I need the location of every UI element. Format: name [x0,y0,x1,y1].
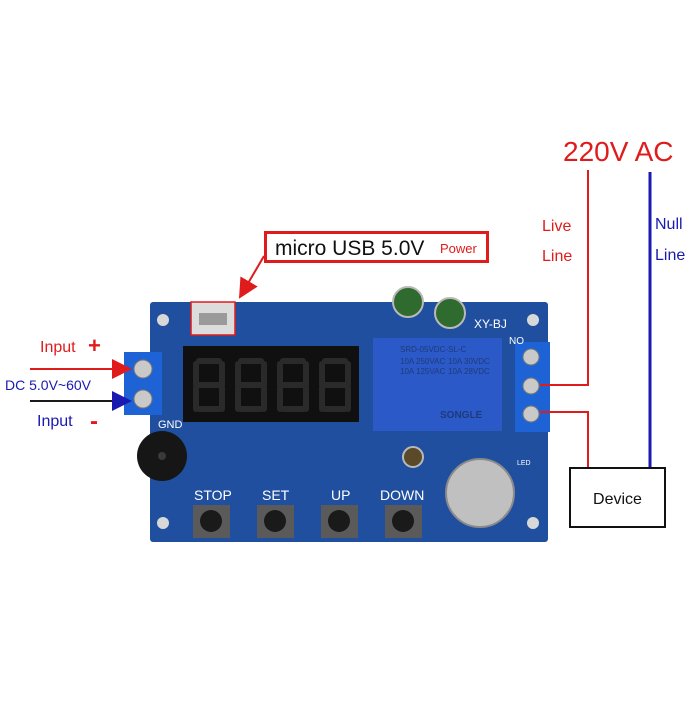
stop-button-cap[interactable] [200,510,222,532]
relay-rating-3: 10A 30VDC [448,357,490,366]
up-button-cap[interactable] [328,510,350,532]
device-feed-wire [540,411,589,468]
relay-rating-1: 10A 250VAC [400,357,446,366]
down-button-label: DOWN [380,487,425,503]
usb-label-box: micro USB 5.0V Power [264,231,489,263]
stop-button-label: STOP [194,487,232,503]
null-line-label-1: Null [655,216,683,233]
display-digits [193,358,351,412]
board-brand: XY-BJ [474,317,507,331]
input-negative-label: Input [37,413,73,430]
capacitor [392,286,424,318]
relay-terminal-screw-2 [522,377,540,395]
coin-cell-battery [445,458,515,528]
live-line-label-1: Live [542,218,572,235]
relay-no-silkscreen: NO [509,336,524,347]
gnd-silkscreen: GND [158,419,183,431]
relay-terminal-screw-1 [522,348,540,366]
device-box: Device [569,467,666,528]
led-silkscreen: LED [517,460,531,467]
input-terminal-screw-plus [133,359,153,379]
device-label: Device [593,491,642,508]
input-positive-label: Input [40,339,76,356]
relay [373,338,502,431]
micro-usb-socket [199,313,227,325]
live-line-wire [540,170,589,386]
mount-hole [527,517,539,529]
live-line-label-2: Line [542,248,573,265]
relay-model-text: SRD-05VDC-SL-C [400,345,467,354]
usb-pointer-arrow [238,255,265,299]
buzzer-hole [158,452,166,460]
capacitor [434,297,466,329]
usb-label-sub: Power [440,241,477,256]
push-buttons [193,505,422,538]
input-terminal-screw-minus [133,389,153,409]
relay-rating-4: 10A 28VDC [448,367,490,376]
minus-symbol: - [90,408,98,435]
mount-hole [157,314,169,326]
relay-terminal-screw-3 [522,405,540,423]
plus-symbol: + [88,333,101,358]
up-button-label: UP [331,487,351,503]
mount-hole [157,517,169,529]
set-button-cap[interactable] [264,510,286,532]
usb-label-main: micro USB 5.0V [275,237,425,260]
set-button-label: SET [262,487,290,503]
dc-voltage-range: DC 5.0V~60V [5,377,91,393]
relay-brand: SONGLE [440,410,483,421]
down-button-cap[interactable] [392,510,414,532]
ac-voltage-label: 220V AC [563,136,674,167]
capacitor [402,446,424,468]
relay-rating-2: 10A 125VAC [400,367,446,376]
mount-hole [527,314,539,326]
null-line-label-2: Line [655,247,686,264]
